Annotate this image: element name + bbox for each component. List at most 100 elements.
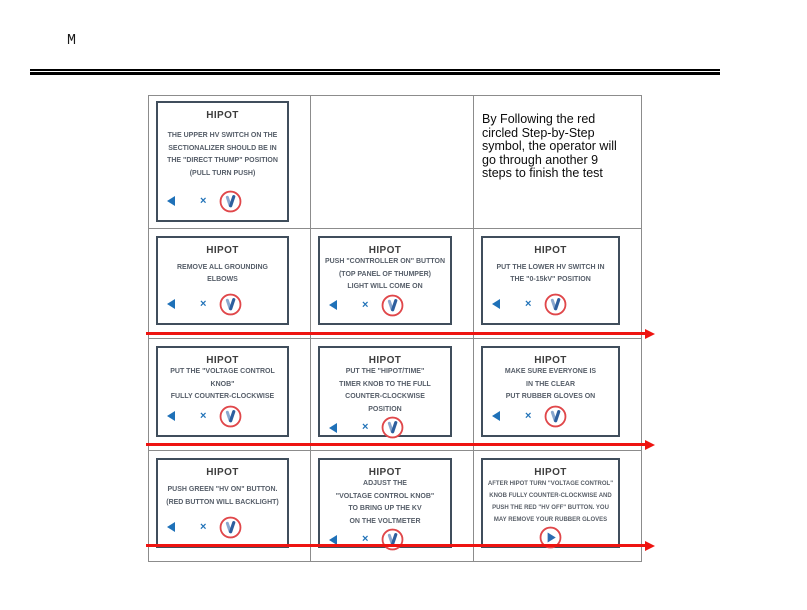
annotation-text: By Following the red circled Step-by-Ste… (482, 112, 617, 181)
step-by-step-icon[interactable] (544, 404, 568, 428)
close-icon[interactable]: × (525, 409, 532, 422)
close-icon[interactable]: × (200, 194, 207, 207)
card-line: ON THE VOLTMETER (349, 517, 421, 525)
card-body: MAKE SURE EVERYONE IS IN THE CLEAR PUT R… (483, 366, 618, 404)
card-controls: × (483, 292, 618, 323)
back-icon[interactable] (167, 196, 175, 206)
card-body: ADJUST THE "VOLTAGE CONTROL KNOB" TO BRI… (320, 478, 450, 528)
grid-cell: HIPOT THE UPPER HV SWITCH ON THE SECTION… (149, 96, 311, 229)
back-icon[interactable] (329, 422, 337, 433)
close-icon[interactable]: × (200, 297, 207, 310)
step-card[interactable]: HIPOT THE UPPER HV SWITCH ON THE SECTION… (156, 101, 289, 222)
step-card[interactable]: HIPOT PUT THE "HIPOT/TIME" TIMER KNOB TO… (318, 346, 452, 439)
card-line: THE "DIRECT THUMP" POSITION (167, 157, 278, 164)
card-line: (RED BUTTON WILL BACKLIGHT) (166, 498, 279, 506)
step-card[interactable]: HIPOT PUSH GREEN "HV ON" BUTTON. (RED BU… (156, 458, 289, 548)
close-icon[interactable]: × (362, 533, 369, 545)
card-body: REMOVE ALL GROUNDING ELBOWS (158, 256, 287, 292)
card-line: PUT RUBBER GLOVES ON (505, 393, 596, 401)
card-line: LIGHT WILL COME ON (347, 283, 423, 290)
back-icon[interactable] (492, 411, 500, 421)
card-body: PUSH GREEN "HV ON" BUTTON. (RED BUTTON W… (158, 478, 287, 515)
step-card[interactable]: HIPOT ADJUST THE "VOLTAGE CONTROL KNOB" … (318, 458, 452, 551)
grid-cell: HIPOT PUSH GREEN "HV ON" BUTTON. (RED BU… (149, 451, 311, 561)
back-icon[interactable] (167, 299, 175, 309)
card-title: HIPOT (368, 355, 402, 366)
close-icon[interactable]: × (362, 298, 369, 311)
card-title: HIPOT (534, 245, 567, 256)
step-by-step-icon[interactable] (219, 292, 243, 316)
back-icon[interactable] (329, 534, 337, 545)
grid-cell: HIPOT PUT THE "HIPOT/TIME" TIMER KNOB TO… (311, 339, 474, 451)
red-arrow (146, 439, 655, 450)
step-by-step-icon[interactable] (381, 416, 405, 439)
card-body: THE UPPER HV SWITCH ON THE SECTIONALIZER… (158, 121, 287, 189)
card-title: HIPOT (534, 355, 567, 366)
close-icon[interactable]: × (200, 409, 207, 422)
card-line: PUSH "CONTROLLER ON" BUTTON (324, 258, 446, 265)
step-card[interactable]: HIPOT PUT THE LOWER HV SWITCH IN THE "0-… (481, 236, 620, 325)
card-controls: × (158, 189, 287, 220)
step-card[interactable]: HIPOT REMOVE ALL GROUNDING ELBOWS × (156, 236, 289, 325)
card-line: THE "0-15kV" POSITION (510, 276, 591, 283)
card-line: MAY REMOVE YOUR RUBBER GLOVES (493, 517, 608, 523)
grid-cell: HIPOT ADJUST THE "VOLTAGE CONTROL KNOB" … (311, 451, 474, 561)
card-line: THE UPPER HV SWITCH ON THE (167, 132, 278, 139)
card-body: PUT THE "VOLTAGE CONTROL KNOB" FULLY COU… (158, 366, 287, 404)
card-body: AFTER HIPOT TURN "VOLTAGE CONTROL" KNOB … (483, 478, 618, 526)
back-icon[interactable] (167, 411, 175, 421)
card-body: PUT THE "HIPOT/TIME" TIMER KNOB TO THE F… (320, 366, 450, 416)
grid-cell: HIPOT PUSH "CONTROLLER ON" BUTTON (TOP P… (311, 229, 474, 339)
card-line: ADJUST THE (363, 480, 407, 487)
card-title: HIPOT (368, 467, 402, 478)
card-body: PUT THE LOWER HV SWITCH IN THE "0-15kV" … (483, 256, 618, 292)
step-by-step-icon[interactable] (544, 292, 568, 316)
card-controls (483, 526, 618, 556)
card-line: PUT THE "VOLTAGE CONTROL KNOB" (170, 368, 275, 388)
card-title: HIPOT (206, 355, 239, 366)
card-line: MAKE SURE EVERYONE IS (504, 368, 597, 376)
card-line: "VOLTAGE CONTROL KNOB" (335, 492, 435, 500)
card-line: AFTER HIPOT TURN "VOLTAGE CONTROL" (487, 481, 614, 487)
step-by-step-icon[interactable] (381, 293, 405, 317)
grid-cell: HIPOT PUT THE LOWER HV SWITCH IN THE "0-… (474, 229, 641, 339)
grid-cell: HIPOT PUT THE "VOLTAGE CONTROL KNOB" FUL… (149, 339, 311, 451)
card-title: HIPOT (206, 467, 239, 478)
grid-cell: HIPOT AFTER HIPOT TURN "VOLTAGE CONTROL"… (474, 451, 641, 561)
grid-cell-empty (311, 96, 474, 229)
card-controls: × (158, 404, 287, 435)
grid-cell: HIPOT MAKE SURE EVERYONE IS IN THE CLEAR… (474, 339, 641, 451)
card-controls: × (320, 416, 450, 446)
card-line: TIMER KNOB TO THE FULL (339, 380, 431, 388)
step-by-step-icon[interactable] (219, 189, 243, 213)
card-controls: × (320, 528, 450, 558)
close-icon[interactable]: × (200, 520, 207, 533)
step-by-step-icon[interactable] (381, 528, 405, 551)
card-body: PUSH "CONTROLLER ON" BUTTON (TOP PANEL O… (320, 256, 450, 294)
close-icon[interactable]: × (525, 297, 532, 310)
card-line: PUSH GREEN "HV ON" BUTTON. (167, 486, 278, 493)
red-arrow (146, 540, 655, 551)
step-by-step-icon[interactable] (219, 404, 243, 428)
card-line: PUT THE "HIPOT/TIME" (345, 368, 425, 375)
back-icon[interactable] (329, 300, 337, 310)
step-by-step-icon[interactable] (219, 515, 243, 539)
header-divider (30, 69, 720, 75)
card-line: FULLY COUNTER-CLOCKWISE (170, 393, 275, 401)
card-title: HIPOT (368, 245, 402, 256)
step-card[interactable]: HIPOT AFTER HIPOT TURN "VOLTAGE CONTROL"… (481, 458, 620, 549)
step-card[interactable]: HIPOT PUSH "CONTROLLER ON" BUTTON (TOP P… (318, 236, 452, 325)
back-icon[interactable] (167, 522, 175, 532)
card-controls: × (483, 404, 618, 435)
step-card[interactable]: HIPOT PUT THE "VOLTAGE CONTROL KNOB" FUL… (156, 346, 289, 437)
card-line: IN THE CLEAR (526, 380, 575, 388)
step-card[interactable]: HIPOT MAKE SURE EVERYONE IS IN THE CLEAR… (481, 346, 620, 437)
back-icon[interactable] (492, 299, 500, 309)
card-line: (PULL TURN PUSH) (189, 169, 256, 177)
card-line: PUSH THE RED "HV OFF" BUTTON. YOU (492, 505, 609, 511)
card-line: TO BRING UP THE KV (348, 505, 422, 512)
card-title: HIPOT (534, 467, 567, 478)
steps-grid: HIPOT THE UPPER HV SWITCH ON THE SECTION… (148, 95, 642, 562)
close-icon[interactable]: × (362, 421, 369, 433)
